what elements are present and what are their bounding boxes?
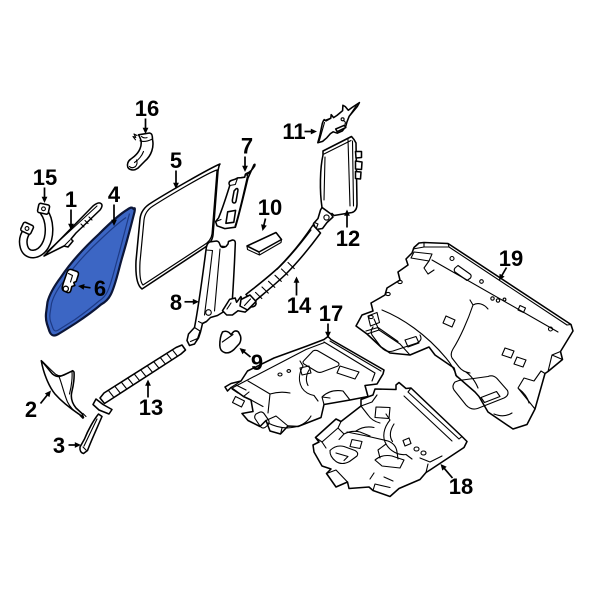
svg-text:12: 12	[336, 226, 360, 251]
svg-text:6: 6	[94, 276, 106, 301]
svg-text:18: 18	[449, 474, 473, 499]
svg-text:5: 5	[170, 148, 182, 173]
svg-text:4: 4	[108, 182, 121, 207]
svg-text:3: 3	[53, 433, 65, 458]
svg-text:11: 11	[282, 119, 305, 144]
svg-text:9: 9	[251, 350, 263, 375]
svg-text:1: 1	[65, 187, 77, 212]
svg-text:17: 17	[319, 301, 343, 326]
svg-text:10: 10	[258, 195, 282, 220]
svg-text:13: 13	[139, 395, 163, 420]
svg-text:14: 14	[287, 293, 312, 318]
svg-text:19: 19	[499, 246, 523, 271]
svg-text:16: 16	[135, 96, 159, 121]
svg-text:8: 8	[170, 290, 182, 315]
svg-text:15: 15	[33, 165, 57, 190]
svg-text:2: 2	[25, 397, 37, 422]
svg-text:7: 7	[241, 134, 253, 159]
